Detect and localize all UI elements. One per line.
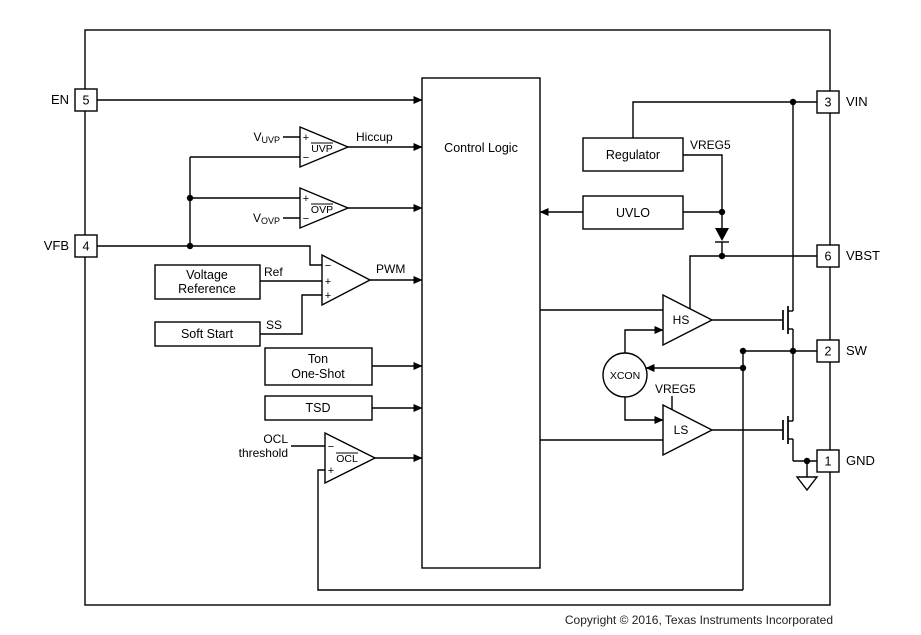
- pin-vin: 3 VIN: [816, 90, 868, 114]
- copyright-text: Copyright © 2016, Texas Instruments Inco…: [565, 613, 833, 627]
- soft-start-label: Soft Start: [181, 327, 234, 341]
- uvp-minus-sign: −: [303, 152, 309, 164]
- pin-vin-number: 3: [825, 96, 832, 110]
- ss-label: SS: [266, 318, 282, 332]
- pwm-minus-sign: −: [325, 260, 331, 272]
- hs-label: HS: [673, 313, 690, 327]
- soft-start-block: Soft Start SS: [154, 294, 322, 347]
- ground-symbol: [795, 461, 819, 492]
- diode-triangle: [715, 228, 729, 241]
- pin-vbst: 6 VBST: [816, 244, 880, 268]
- uvp-label: UVP: [311, 143, 333, 155]
- uvlo-label: UVLO: [616, 206, 650, 220]
- ocl-minus-sign: −: [328, 441, 334, 453]
- wire-vreg5: VREG5: [683, 138, 731, 228]
- pin-vfb-box: [74, 234, 98, 258]
- pin-sw: 2 SW: [816, 339, 868, 363]
- pin-gnd-number: 1: [825, 455, 832, 469]
- uvp-comparator: + − UVP Hiccup VUVP: [253, 125, 423, 169]
- junction-dot: [186, 242, 194, 250]
- ocl-plus-sign: +: [328, 465, 334, 477]
- pin-vfb: 4 VFB: [44, 234, 98, 258]
- control-logic-label: Control Logic: [444, 141, 518, 155]
- pin-vbst-box: [816, 244, 840, 268]
- junction-dot: [186, 194, 194, 202]
- pin-gnd-box: [816, 449, 840, 473]
- vreg5-ls-supply: VREG5: [655, 382, 696, 410]
- ovp-minus-sign: −: [303, 213, 309, 225]
- pin-en-box: [74, 88, 98, 112]
- regulator-block: Regulator: [582, 137, 684, 172]
- tsd-block: TSD: [264, 395, 423, 421]
- pin-sw-number: 2: [825, 345, 832, 359]
- vuvp-label: VUVP: [253, 130, 280, 145]
- pin-vfb-number: 4: [83, 240, 90, 254]
- vreg5-label: VREG5: [690, 138, 731, 152]
- hs-mosfet: [782, 102, 794, 351]
- ton-label-1: Ton: [308, 352, 328, 366]
- regulator-label: Regulator: [606, 148, 660, 162]
- pin-en-number: 5: [83, 94, 90, 108]
- pwm-comparator: − + + PWM: [321, 253, 423, 307]
- hs-driver: HS: [662, 293, 714, 347]
- pin-sw-label: SW: [846, 343, 868, 358]
- wire-xcon-to-ls: [624, 397, 664, 424]
- ton-label-2: One-Shot: [291, 367, 345, 381]
- voltage-reference-label-2: Reference: [178, 282, 236, 296]
- ton-one-shot-block: Ton One-Shot: [264, 347, 423, 386]
- uvp-plus-sign: +: [303, 132, 309, 144]
- pin-vin-box: [816, 90, 840, 114]
- ocl-threshold-label-1: OCL: [263, 432, 288, 446]
- wire-sw: [743, 347, 817, 421]
- pin-en-label: EN: [51, 92, 69, 107]
- vreg5-ls-label: VREG5: [655, 382, 696, 396]
- pin-en: 5 EN: [51, 88, 98, 112]
- wire-vbst: [689, 252, 817, 309]
- xcon-block: XCON: [602, 326, 743, 424]
- pin-vbst-label: VBST: [846, 248, 880, 263]
- uvlo-block: UVLO: [539, 195, 722, 230]
- control-logic-block: Control Logic: [421, 77, 541, 569]
- pin-sw-box: [816, 339, 840, 363]
- ls-label: LS: [674, 423, 689, 437]
- junction-dot: [718, 252, 726, 260]
- ovp-plus-sign: +: [303, 193, 309, 205]
- pin-vfb-label: VFB: [44, 238, 69, 253]
- pwm-plus-sign: +: [325, 276, 331, 288]
- junction-dot: [789, 347, 797, 355]
- pwm-label: PWM: [376, 262, 405, 276]
- ocl-label: OCL: [336, 453, 358, 465]
- pin-gnd-label: GND: [846, 453, 875, 468]
- voltage-reference-label-1: Voltage: [186, 268, 228, 282]
- hiccup-label: Hiccup: [356, 130, 393, 144]
- ocl-threshold-label-2: threshold: [239, 446, 288, 460]
- pwm-plus-sign-2: +: [325, 290, 331, 302]
- pin-vin-label: VIN: [846, 94, 868, 109]
- wire-xcon-to-hs: [624, 326, 664, 353]
- pin-gnd: 1 GND: [816, 449, 875, 473]
- ovp-comparator: + − OVP VOVP: [253, 186, 423, 230]
- ls-mosfet: [782, 416, 794, 461]
- wire-vfb: [97, 156, 322, 266]
- wire-ss: [260, 294, 322, 335]
- vovp-label: VOVP: [253, 211, 280, 226]
- voltage-reference-block: Voltage Reference Ref: [154, 264, 322, 300]
- ref-label: Ref: [264, 265, 283, 279]
- ocl-comparator: − + OCL OCL threshold: [239, 431, 423, 485]
- tsd-label: TSD: [306, 401, 331, 415]
- ovp-label: OVP: [311, 204, 333, 216]
- ls-driver: LS: [662, 403, 714, 457]
- xcon-label: XCON: [610, 370, 640, 382]
- pin-vbst-number: 6: [825, 250, 832, 264]
